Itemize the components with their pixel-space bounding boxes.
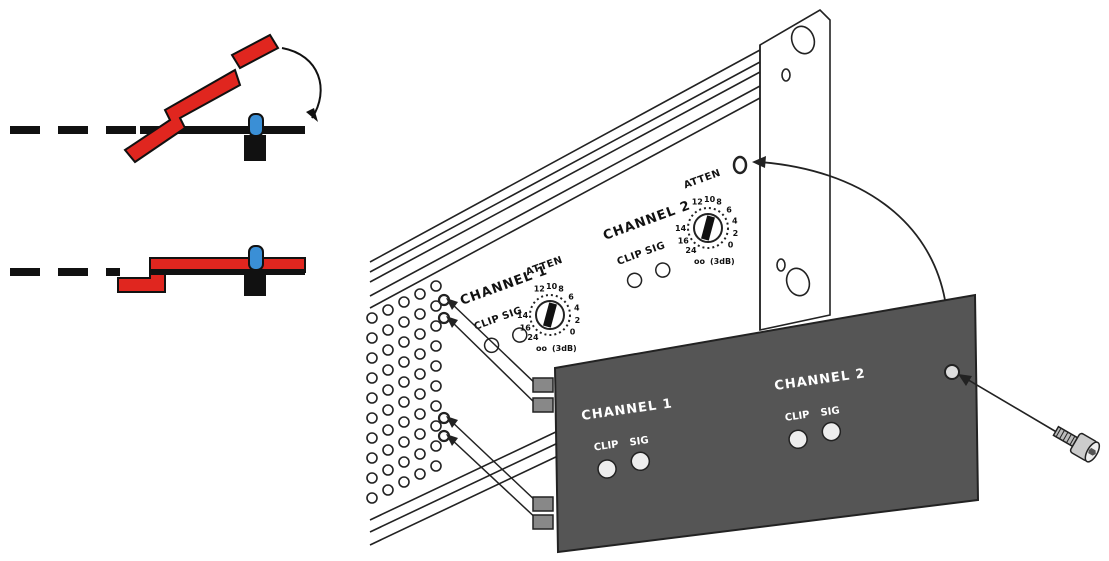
atten-2-tick-0: 0: [728, 241, 734, 250]
amplifier-chassis: [366, 8, 831, 546]
atten-1-tick-8: 8: [558, 285, 564, 294]
rack-ear: [759, 8, 831, 331]
atten-2-bottom-label: oo: [694, 257, 705, 266]
pin-base-bottom: [244, 270, 266, 296]
amp-channel-1-sig-led: [512, 327, 528, 343]
atten-1-tick-10: 10: [546, 282, 558, 291]
chassis-rail-1: [369, 49, 761, 263]
panel-channel-2-sig-led: [821, 421, 842, 442]
atten-2-tick-14: 14: [675, 224, 687, 233]
atten-1-bottom-label: oo: [536, 344, 547, 353]
screw-hex-socket: [1088, 447, 1096, 456]
alignment-arrowhead-3: [446, 416, 458, 428]
atten-1-tick-0: 0: [570, 328, 576, 337]
atten-2-tick-10: 10: [704, 195, 716, 204]
atten-1-tick-12: 12: [534, 285, 545, 294]
screw-body: [1052, 425, 1101, 463]
atten-1-tick-4: 4: [574, 304, 580, 313]
amp-atten-scale-2: [687, 207, 729, 249]
pin-alignment-lines: [449, 301, 541, 523]
rack-ear-slot-top: [790, 25, 816, 55]
step-1-illustration: [10, 33, 322, 164]
rack-ear-hole-1: [781, 68, 791, 82]
chassis-rail-2: [369, 61, 761, 273]
atten-2-tick-8: 8: [716, 198, 722, 207]
atten-1-tick-24: 24: [527, 333, 539, 342]
chassis-bottom-rail-2: [369, 441, 561, 533]
chassis-rail-4: [369, 85, 761, 297]
blue-pin-top: [248, 113, 264, 137]
atten-knob-1-grip: [543, 302, 557, 328]
amp-channel-1-clip: CLIP: [473, 313, 502, 332]
chassis-rail-3: [369, 71, 761, 283]
panel-to-hole-arrowhead: [752, 156, 766, 168]
amp-atten-scale-1: [529, 294, 571, 336]
cover-panel-plate: [553, 293, 980, 554]
amp-atten-label-2: ATTEN: [682, 168, 722, 192]
vent-holes: [366, 280, 442, 504]
atten-1-tick-16: 16: [520, 323, 532, 332]
amp-channel-2-clip: CLIP: [616, 248, 645, 267]
rotation-arrow-head: [306, 108, 318, 122]
panel-channel-2-clip: CLIP: [784, 409, 810, 423]
red-latch-tip: [230, 33, 280, 70]
panel-pin-2: [532, 397, 554, 413]
rotation-arrow: [281, 47, 322, 119]
atten-knob-2-grip: [701, 215, 715, 241]
rack-ear-hole-2: [776, 258, 786, 272]
atten-1-tick-2: 2: [575, 316, 581, 325]
atten-2-db-label: (3dB): [710, 257, 735, 266]
alignment-arrowhead-1: [446, 298, 458, 310]
amp-channel-1-clip-led: [483, 337, 500, 354]
front-screw-hole: [732, 155, 748, 175]
red-latch-open: [123, 68, 242, 164]
atten-2-tick-6: 6: [726, 205, 732, 214]
rack-ear-slot-bottom: [785, 267, 811, 297]
panel-channel-2-sig: SIG: [820, 405, 840, 419]
cover-panel: CHANNEL 1 CLIP SIG CHANNEL 2 CLIP SIG: [532, 293, 980, 554]
amp-channel-2-sig: SIG: [644, 240, 667, 257]
chassis-rail-5: [369, 97, 761, 309]
atten-2-tick-16: 16: [678, 236, 690, 245]
amp-channel-2-sig-led: [655, 262, 671, 278]
amp-channel-2-clip-led: [626, 272, 643, 289]
alignment-arrowhead-4: [446, 434, 458, 446]
panel-pin-3: [532, 496, 554, 512]
chassis-bottom-rail-3: [369, 454, 561, 546]
panel-channel-1-clip-led: [597, 459, 617, 479]
panel-channel-2-clip-led: [788, 429, 808, 450]
atten-1-tick-14: 14: [517, 311, 529, 320]
panel-channel-1-sig: SIG: [629, 435, 649, 449]
atten-2-tick-24: 24: [685, 246, 697, 255]
atten-2-tick-4: 4: [732, 217, 738, 226]
panel-screw-hole: [944, 364, 960, 380]
amp-channel-2: CHANNEL 2 CLIP SIG: [601, 198, 693, 289]
screw: [958, 374, 1101, 463]
atten-2-tick-12: 12: [692, 198, 703, 207]
panel-to-hole-arrow: [759, 161, 946, 301]
atten-2-tick-2: 2: [733, 229, 739, 238]
chassis-bottom-rail-1: [369, 429, 561, 521]
panel-channel-1-sig-led: [630, 451, 651, 472]
panel-pin-1: [532, 377, 554, 393]
panel-channel-1-clip: CLIP: [593, 439, 619, 453]
atten-1-tick-6: 6: [568, 292, 574, 301]
blue-pin-bottom: [248, 245, 264, 271]
alignment-arrowhead-2: [446, 316, 458, 328]
step-2-illustration: [10, 245, 306, 296]
atten-1-db-label: (3dB): [552, 344, 577, 353]
pin-base-top: [244, 135, 266, 161]
panel-pin-4: [532, 514, 554, 530]
screw-arrowhead: [958, 374, 972, 386]
screw-line: [964, 377, 1071, 441]
